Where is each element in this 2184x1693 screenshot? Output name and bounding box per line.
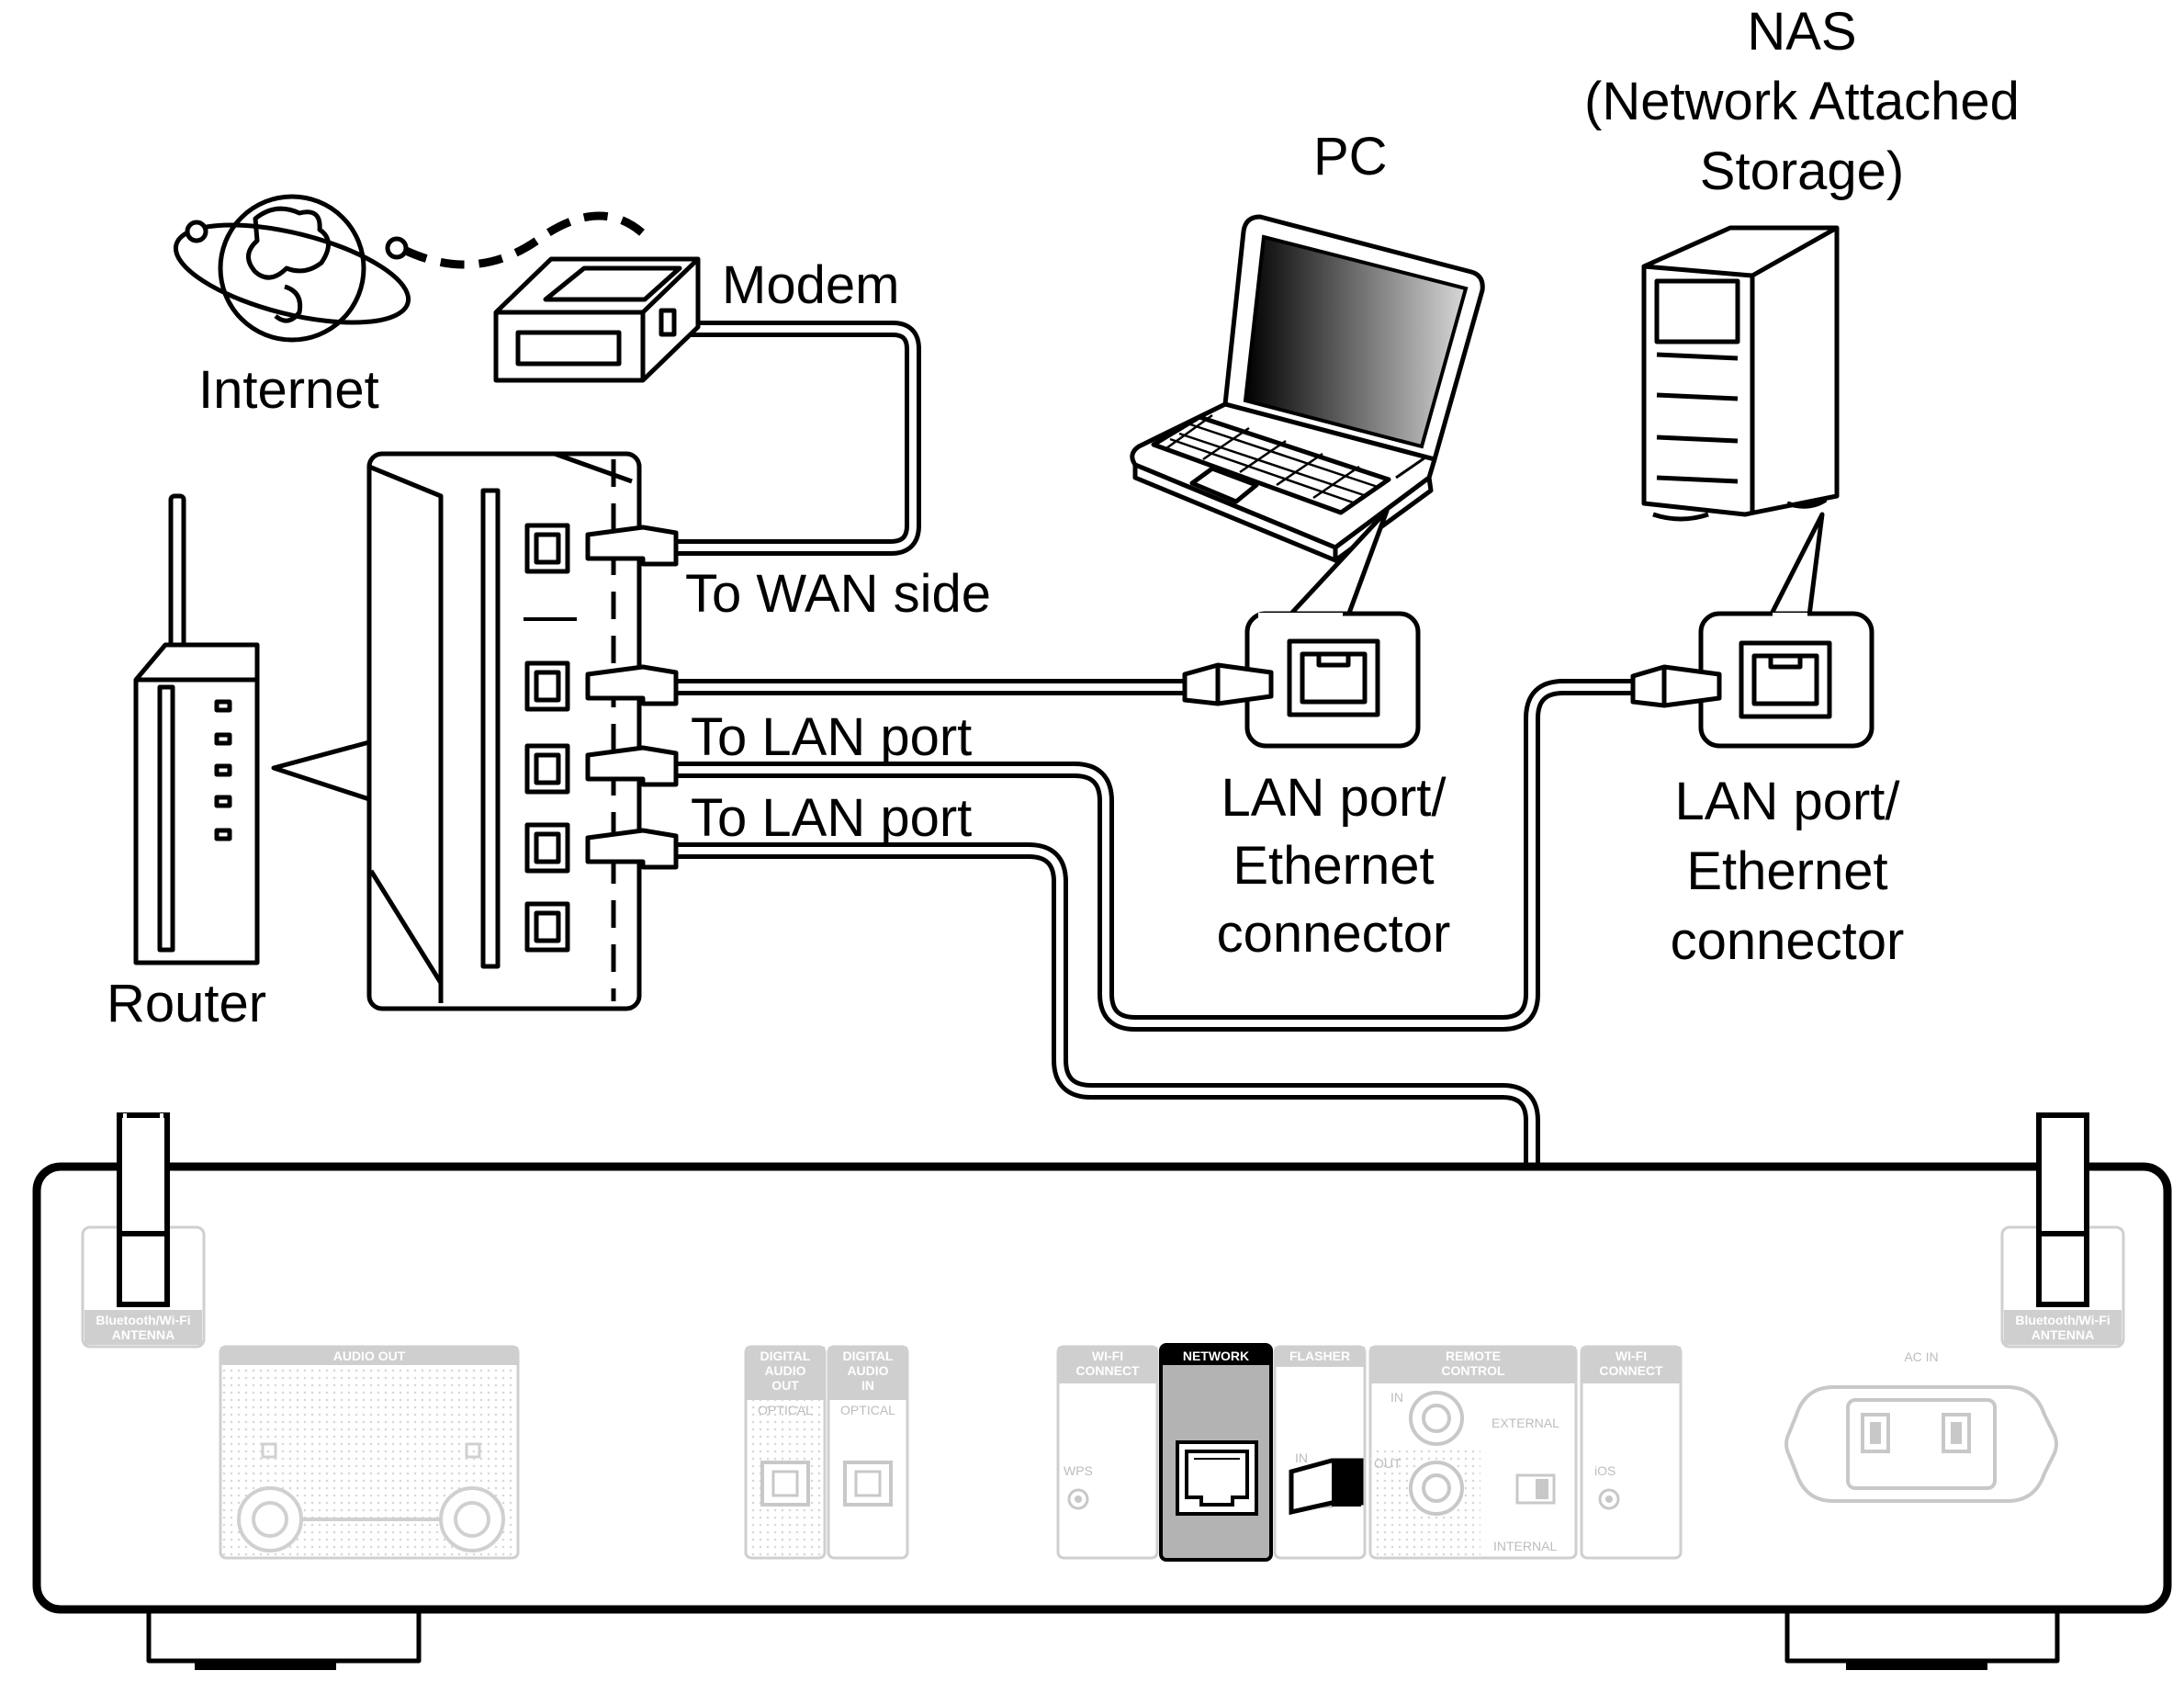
- router-wan-port: [524, 523, 570, 574]
- svg-text:WPS: WPS: [1064, 1463, 1093, 1478]
- internet-label: Internet: [198, 360, 379, 420]
- modem-icon: [493, 256, 701, 383]
- svg-text:AUDIO: AUDIO: [764, 1363, 805, 1378]
- right-foot: [1784, 1607, 2060, 1664]
- ethernet-plug-pc: [1182, 662, 1274, 706]
- svg-text:Bluetooth/Wi-Fi: Bluetooth/Wi-Fi: [2015, 1313, 2110, 1327]
- ethernet-plug-lan3: [585, 828, 679, 870]
- svg-text:EXTERNAL: EXTERNAL: [1492, 1416, 1559, 1430]
- svg-text:AUDIO: AUDIO: [847, 1363, 888, 1378]
- network-port-block: NETWORK: [1159, 1343, 1273, 1562]
- svg-text:ANTENNA: ANTENNA: [2032, 1327, 2094, 1342]
- digital-audio-out-block: DIGITAL AUDIO OUT OPTICAL: [744, 1345, 827, 1560]
- pc-label: PC: [1313, 127, 1388, 186]
- ac-in-block: AC IN: [1784, 1349, 2058, 1503]
- router-label: Router: [107, 974, 266, 1033]
- svg-text:Bluetooth/Wi-Fi: Bluetooth/Wi-Fi: [96, 1313, 190, 1327]
- to-wan-side-label: To WAN side: [685, 564, 991, 624]
- svg-text:WI-FI: WI-FI: [1092, 1349, 1123, 1363]
- svg-text:OPTICAL: OPTICAL: [758, 1403, 813, 1417]
- svg-text:CONTROL: CONTROL: [1441, 1363, 1505, 1378]
- internet-dashed-link: [402, 211, 654, 269]
- nas-sub-label-1: (Network Attached: [1584, 72, 2020, 131]
- wifi-connect-wps-block: WI-FI CONNECT WPS: [1056, 1345, 1159, 1560]
- nas-connector-label-1: LAN port/: [1675, 772, 1901, 831]
- svg-text:IN: IN: [1390, 1390, 1403, 1405]
- flasher-block: FLASHER IN: [1273, 1345, 1367, 1560]
- svg-text:FLASHER: FLASHER: [1289, 1349, 1350, 1363]
- pc-connector-label-2: Ethernet: [1233, 836, 1434, 896]
- remote-control-block: REMOTE CONTROL IN OUT EXTERNAL INTERNAL: [1368, 1345, 1578, 1560]
- svg-text:INTERNAL: INTERNAL: [1493, 1539, 1557, 1553]
- nas-label: NAS: [1747, 2, 1856, 62]
- svg-text:CONNECT: CONNECT: [1599, 1363, 1663, 1378]
- network-label: NETWORK: [1183, 1349, 1249, 1363]
- svg-text:WI-FI: WI-FI: [1615, 1349, 1647, 1363]
- svg-text:AUDIO OUT: AUDIO OUT: [333, 1349, 406, 1363]
- svg-text:AC IN: AC IN: [1904, 1349, 1938, 1364]
- ethernet-plug-lan2: [585, 745, 679, 787]
- svg-text:OPTICAL: OPTICAL: [840, 1403, 895, 1417]
- ethernet-plug-wan: [585, 525, 679, 567]
- modem-label: Modem: [722, 255, 899, 315]
- svg-text:iOS: iOS: [1594, 1463, 1615, 1478]
- router-lan-port-3: [524, 822, 570, 874]
- modem-wan-cable: [664, 321, 921, 556]
- laptop-icon: [1130, 214, 1485, 563]
- right-antenna-block: Bluetooth/Wi-Fi ANTENNA: [2000, 1112, 2125, 1349]
- wifi-connect-ios-block: WI-FI CONNECT iOS: [1580, 1345, 1683, 1560]
- svg-text:CONNECT: CONNECT: [1075, 1363, 1140, 1378]
- pc-connector-label-1: LAN port/: [1221, 768, 1447, 828]
- pc-connector-label-3: connector: [1217, 904, 1451, 964]
- ethernet-plug-nas: [1630, 664, 1722, 708]
- nas-sub-label-2: Storage): [1700, 141, 1904, 201]
- player-rear-panel: Bluetooth/Wi-Fi ANTENNA Bluetooth/Wi-Fi …: [32, 1112, 2172, 1670]
- svg-text:OUT: OUT: [771, 1378, 799, 1393]
- svg-text:DIGITAL: DIGITAL: [760, 1349, 811, 1363]
- svg-text:OUT: OUT: [1374, 1456, 1402, 1471]
- ethernet-plug-player: [1289, 1458, 1364, 1516]
- svg-text:DIGITAL: DIGITAL: [843, 1349, 894, 1363]
- nas-icon: [1641, 225, 1840, 522]
- left-foot: [146, 1607, 422, 1664]
- svg-text:REMOTE: REMOTE: [1446, 1349, 1501, 1363]
- to-lan-port-label-1: To LAN port: [691, 707, 972, 767]
- router-lan-port-2: [524, 743, 570, 795]
- ethernet-plug-lan1: [585, 664, 679, 706]
- to-lan-port-label-2: To LAN port: [691, 788, 972, 848]
- nas-connector-label-3: connector: [1671, 911, 1905, 971]
- svg-text:IN: IN: [861, 1378, 874, 1393]
- digital-audio-in-block: DIGITAL AUDIO IN OPTICAL: [827, 1345, 909, 1560]
- svg-text:ANTENNA: ANTENNA: [112, 1327, 174, 1342]
- router-lan-port-1: [524, 660, 570, 712]
- pc-lan-port-callout: [1182, 508, 1421, 749]
- nas-lan-port-callout: [1630, 512, 1874, 749]
- audio-out-block: AUDIO OUT: [219, 1345, 520, 1560]
- router-lan-port-4: [524, 901, 570, 953]
- globe-icon: [173, 194, 411, 343]
- router-icon: [133, 493, 370, 965]
- svg-text:IN: IN: [1295, 1450, 1308, 1465]
- nas-connector-label-2: Ethernet: [1686, 841, 1887, 901]
- left-antenna-block: Bluetooth/Wi-Fi ANTENNA: [81, 1112, 206, 1349]
- router-back-panel: [366, 451, 679, 1011]
